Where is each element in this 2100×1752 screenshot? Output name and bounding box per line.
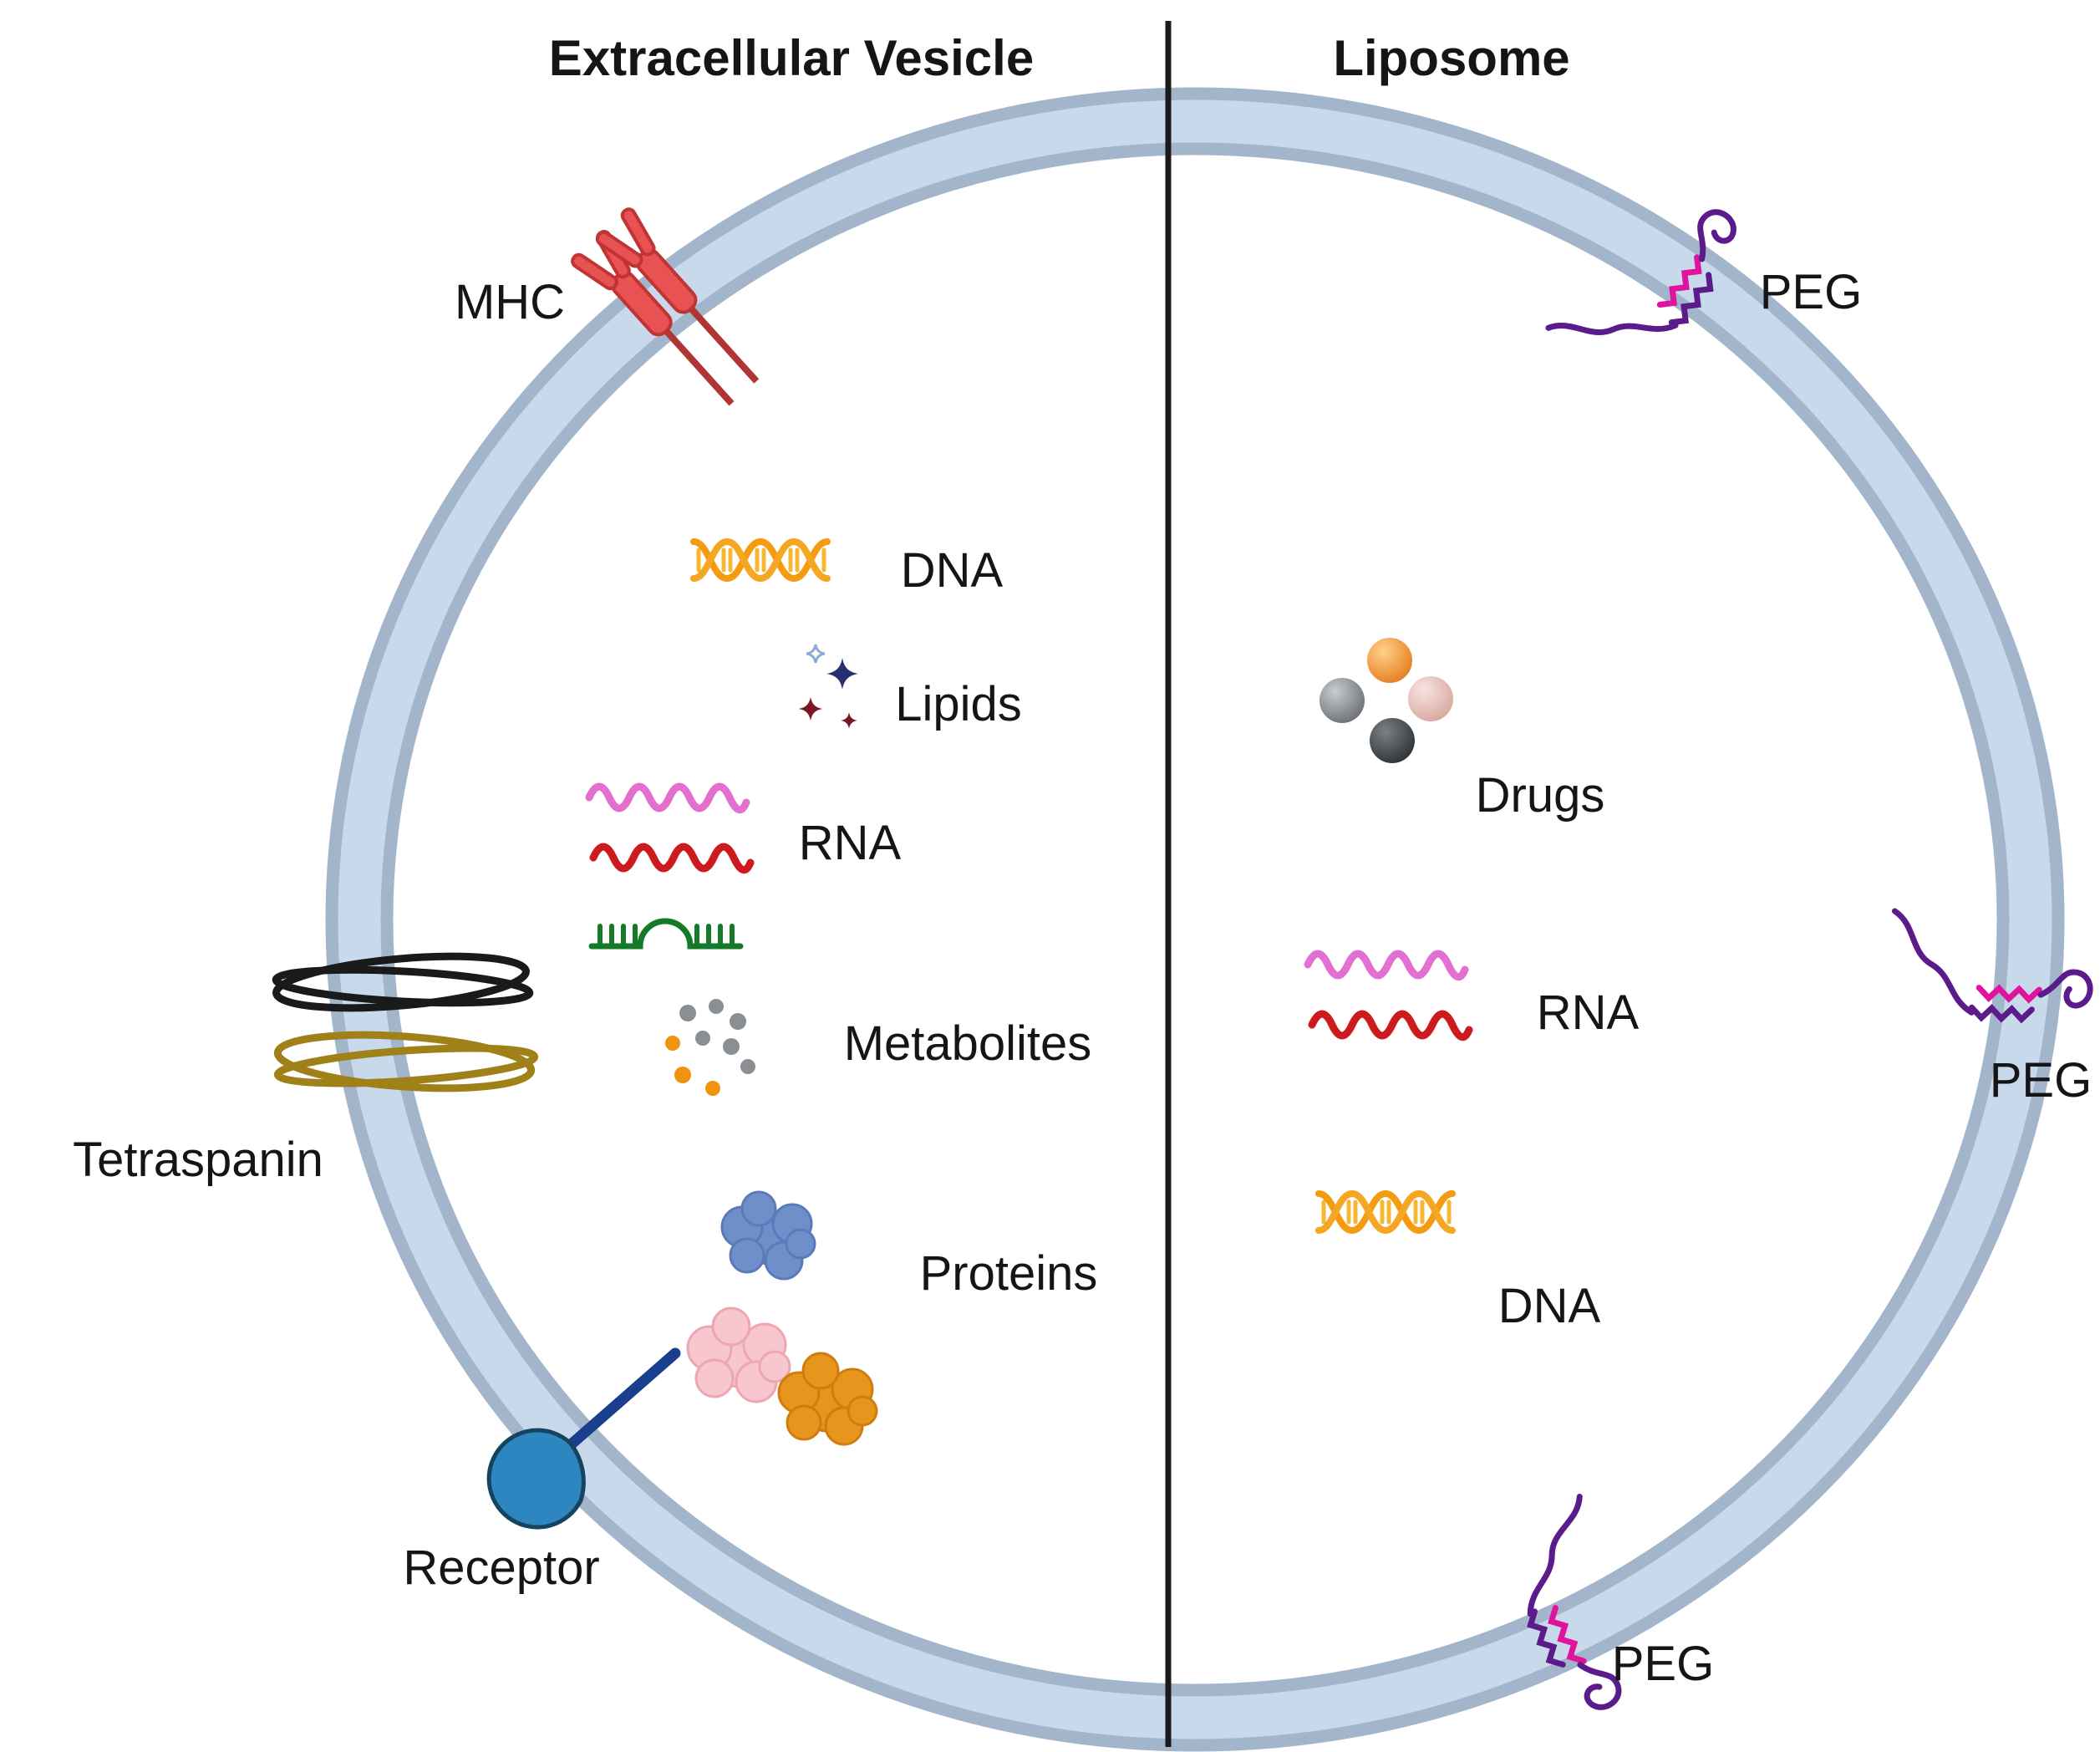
protein-blob-pink [686, 1306, 791, 1403]
mirna-icon [588, 918, 744, 950]
receptor-label: Receptor [403, 1541, 600, 1595]
rna-left-label: RNA [798, 816, 902, 870]
left-panel-title: Extracellular Vesicle [548, 30, 1035, 86]
dna-left-label: DNA [900, 543, 1004, 598]
peg-top-label: PEG [1759, 265, 1863, 319]
tetraspanin-label: Tetraspanin [73, 1133, 323, 1187]
rna-icon-right [1308, 954, 1469, 1037]
rna-right-label: RNA [1536, 986, 1640, 1040]
receptor-icon [486, 1347, 681, 1530]
tetraspanin-icon [272, 952, 539, 1092]
peg-bottom-label: PEG [1611, 1637, 1715, 1691]
drugs-icon [1319, 638, 1453, 763]
right-panel-title: Liposome [1333, 30, 1570, 86]
metabolites-label: Metabolites [843, 1016, 1092, 1071]
proteins-label: Proteins [919, 1246, 1098, 1301]
proteins-icon [686, 1190, 878, 1446]
metabolites-icon [665, 999, 755, 1096]
drugs-label: Drugs [1475, 768, 1605, 823]
peg-right-label: PEG [1989, 1053, 2092, 1108]
protein-blob-orange [777, 1352, 878, 1446]
vesicle-membrane [325, 87, 2065, 1752]
protein-blob-blue [720, 1190, 816, 1281]
mhc-icon [571, 207, 760, 406]
lipids-icon [798, 643, 858, 729]
dna-icon-right [1319, 1194, 1452, 1230]
dna-right-label: DNA [1497, 1279, 1601, 1333]
rna-icon-left [589, 787, 750, 870]
dna-icon-left [694, 542, 827, 578]
lipids-label: Lipids [895, 677, 1022, 731]
mhc-label: MHC [454, 275, 566, 329]
